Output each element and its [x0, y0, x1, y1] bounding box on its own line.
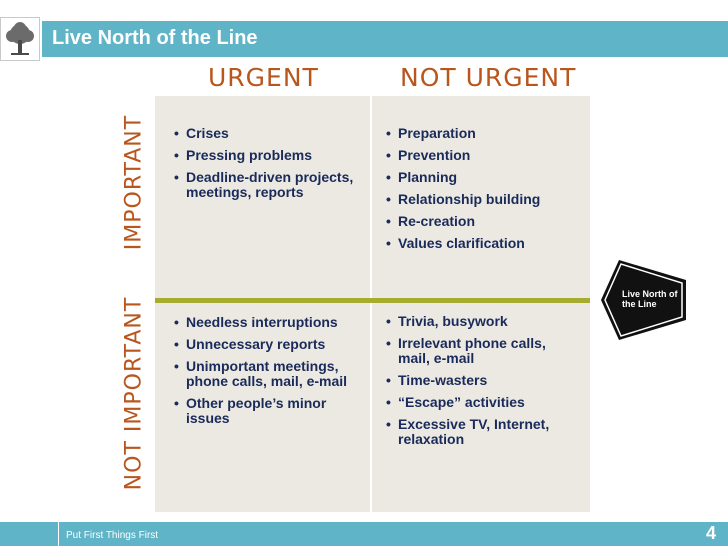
title-bar: Live North of the Line — [42, 21, 728, 57]
list-item: Excessive TV, Internet, relaxation — [386, 417, 581, 447]
header: Live North of the Line — [0, 17, 728, 61]
quadrant-urgent-important: Crises Pressing problems Deadline-driven… — [174, 126, 354, 207]
list-item: Values clarification — [386, 236, 581, 252]
page-title: Live North of the Line — [52, 27, 258, 49]
list-item: Other people’s minor issues — [174, 396, 354, 426]
list-item: Crises — [174, 126, 354, 142]
page-number: 4 — [706, 523, 717, 543]
tree-icon — [6, 22, 34, 55]
footer-divider — [58, 522, 59, 546]
list-item: Deadline-driven projects, meetings, repo… — [174, 170, 354, 200]
column-heading-not-urgent: NOT URGENT — [400, 63, 577, 92]
list-item: Unnecessary reports — [174, 337, 354, 353]
arrow-left-icon — [601, 260, 686, 340]
quadrant-not-urgent-important: Preparation Prevention Planning Relation… — [386, 126, 581, 258]
footer: Put First Things First 4 — [0, 522, 728, 546]
quadrant-urgent-not-important: Needless interruptions Unnecessary repor… — [174, 315, 354, 433]
logo — [0, 17, 40, 61]
list-item: Unimportant meetings, phone calls, mail,… — [174, 359, 354, 389]
list-item: Trivia, busywork — [386, 314, 581, 330]
row-heading-not-important: NOT IMPORTANT — [121, 296, 147, 491]
list-item: Pressing problems — [174, 148, 354, 164]
callout-label: Live North of the Line — [622, 289, 678, 309]
vertical-divider — [370, 96, 372, 512]
list-item: Time-wasters — [386, 373, 581, 389]
footer-title: Put First Things First — [66, 530, 159, 541]
list-item: Preparation — [386, 126, 581, 142]
row-heading-important: IMPORTANT — [121, 114, 147, 251]
list-item: Relationship building — [386, 192, 581, 208]
list-item: Prevention — [386, 148, 581, 164]
list-item: Re-creation — [386, 214, 581, 230]
list-item: Planning — [386, 170, 581, 186]
quadrant-not-urgent-not-important: Trivia, busywork Irrelevant phone calls,… — [386, 314, 581, 454]
north-line — [155, 298, 590, 303]
list-item: “Escape” activities — [386, 395, 581, 411]
list-item: Irrelevant phone calls, mail, e-mail — [386, 336, 581, 366]
column-heading-urgent: URGENT — [208, 63, 319, 92]
list-item: Needless interruptions — [174, 315, 354, 331]
